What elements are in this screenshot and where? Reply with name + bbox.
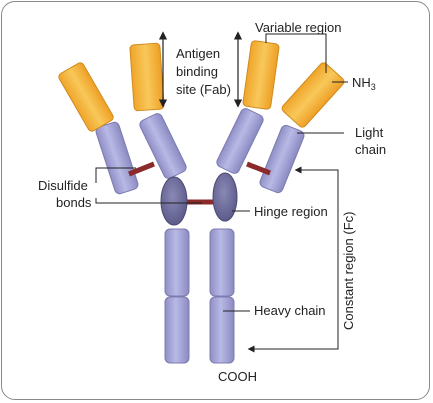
label-hinge-region: Hinge region xyxy=(254,204,328,219)
left-arm-heavy-ch1 xyxy=(139,113,187,179)
disulfide-bond-right xyxy=(246,161,271,176)
label-light-chain-1: Light xyxy=(355,125,384,140)
label-nh3-base: NH xyxy=(352,75,371,90)
right-arm-heavy-variable xyxy=(242,40,280,110)
left-arm-heavy-variable xyxy=(129,42,165,112)
label-nh3: NH3 xyxy=(352,75,376,92)
label-disulfide-1: Disulfide xyxy=(38,178,88,193)
left-arm-light-variable xyxy=(58,62,114,132)
label-light-chain-2: chain xyxy=(355,142,386,157)
right-arm-light-variable xyxy=(281,62,345,128)
label-nh3-sub: 3 xyxy=(371,82,376,92)
label-antigen-binding-3: site (Fab) xyxy=(176,82,231,97)
label-heavy-chain: Heavy chain xyxy=(254,303,326,318)
label-variable-region: Variable region xyxy=(255,20,341,35)
label-constant-region: Constant region (Fc) xyxy=(341,212,356,331)
heavy-chain-left-ch2 xyxy=(164,228,190,297)
right-arm-light-constant xyxy=(259,124,305,194)
hinge-right xyxy=(212,172,238,222)
heavy-chain-right-ch3 xyxy=(209,296,235,364)
right-arm-heavy-ch1 xyxy=(216,108,264,174)
disulfide-leader-upper xyxy=(95,167,136,183)
heavy-chain-right-ch2 xyxy=(209,228,235,297)
left-arm-light-constant xyxy=(95,121,139,195)
label-cooh: COOH xyxy=(218,369,257,384)
constant-region-bracket xyxy=(250,169,339,350)
label-antigen-binding-2: binding xyxy=(176,64,218,79)
label-antigen-binding-1: Antigen xyxy=(176,46,220,61)
hinge-left xyxy=(160,176,188,226)
disulfide-leader-lower xyxy=(95,198,202,204)
heavy-chain-left-ch3 xyxy=(164,296,190,364)
disulfide-bond-left xyxy=(128,161,155,177)
label-disulfide-2: bonds xyxy=(56,195,92,210)
variable-region-leader xyxy=(265,33,327,73)
